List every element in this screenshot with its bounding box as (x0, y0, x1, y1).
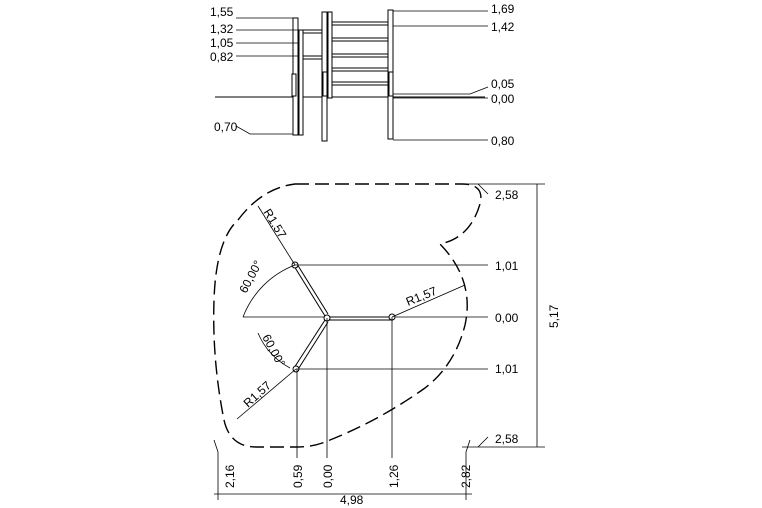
post (298, 29, 304, 136)
elev-dim-1-05: 1,05 (210, 36, 234, 50)
plan-dim-2-82: 2,82 (459, 464, 473, 488)
plan-dim-2-16: 2,16 (223, 464, 237, 488)
elev-dim-0-70: 0,70 (214, 120, 238, 134)
radius-label-right: R1,57 (404, 284, 439, 309)
plan-total-height: 5,17 (547, 304, 561, 328)
structure-arms (293, 263, 393, 372)
elev-dim-1-55: 1,55 (210, 5, 234, 19)
angle-label-lower: 60,00° (259, 332, 288, 370)
radius-label-lower: R1,57 (241, 378, 274, 410)
ext-line (462, 436, 489, 448)
ext-line (465, 439, 471, 500)
elev-dim-1-42: 1,42 (491, 20, 515, 34)
plan-dim-1-01-bottom: 1,01 (495, 362, 519, 376)
elev-dim-0-80: 0,80 (491, 134, 515, 148)
ext-line (213, 439, 219, 500)
elevation-view: 1,55 1,32 1,05 0,82 0,70 1,69 1,42 0,05 … (210, 2, 515, 148)
plan-dim-0-00: 0,00 (495, 311, 519, 325)
ext-line (462, 183, 489, 195)
elev-dim-0-00: 0,00 (491, 92, 515, 106)
elev-dim-0-82: 0,82 (210, 50, 234, 64)
plan-dim-0-00-bottom: 0,00 (321, 464, 335, 488)
angle-label-upper: 60,00° (236, 258, 265, 296)
rung (331, 81, 389, 86)
radius-leader (236, 368, 297, 420)
rung (331, 67, 389, 72)
plan-dim-1-26: 1,26 (387, 464, 401, 488)
post-base-plate (322, 71, 328, 97)
post-base-plate (388, 71, 394, 97)
rung (331, 21, 389, 26)
angle-arc (257, 332, 291, 369)
plan-dim-2-58-bottom: 2,58 (495, 432, 519, 446)
radius-label-upper: R1,57 (260, 206, 289, 241)
safety-zone-boundary (213, 183, 482, 448)
plan-total-width: 4,98 (340, 493, 364, 507)
post-base-plate (291, 73, 297, 97)
rail (302, 55, 323, 60)
elev-dim-0-05: 0,05 (491, 77, 515, 91)
elevation-right-leaders (393, 10, 489, 141)
angle-arc (242, 264, 296, 318)
plan-dim-2-58-top: 2,58 (495, 188, 519, 202)
radius-leader (257, 205, 296, 266)
elevation-left-leaders (235, 17, 299, 135)
elev-dim-1-69: 1,69 (491, 2, 515, 16)
rung (331, 37, 389, 42)
center-post-pair (321, 11, 333, 142)
ladder-rungs (302, 21, 389, 86)
left-post-pair (291, 17, 304, 136)
elev-dim-1-32: 1,32 (210, 22, 234, 36)
rung (331, 53, 389, 58)
plan-view: 2,58 1,01 0,00 1,01 2,58 5,17 R1,57 R1,5… (213, 183, 561, 507)
post (327, 11, 333, 99)
rail (302, 29, 323, 34)
radius-leader (391, 284, 466, 318)
right-post-pair (387, 9, 394, 140)
plan-dim-1-01-top: 1,01 (495, 259, 519, 273)
plan-dim-0-59: 0,59 (291, 464, 305, 488)
